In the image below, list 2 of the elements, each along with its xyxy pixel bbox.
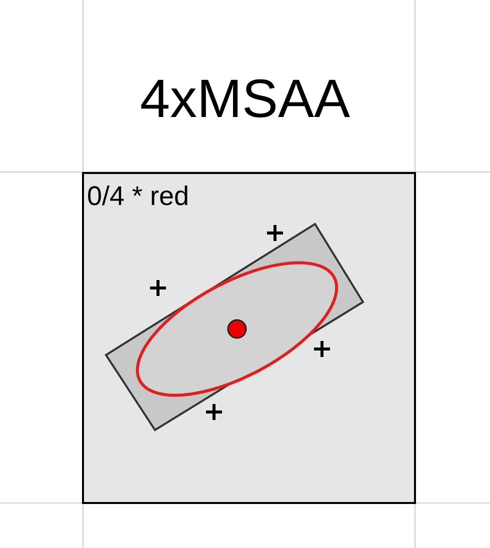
coverage-label: 0/4 * red	[87, 180, 190, 212]
title: 4xMSAA	[138, 68, 352, 130]
